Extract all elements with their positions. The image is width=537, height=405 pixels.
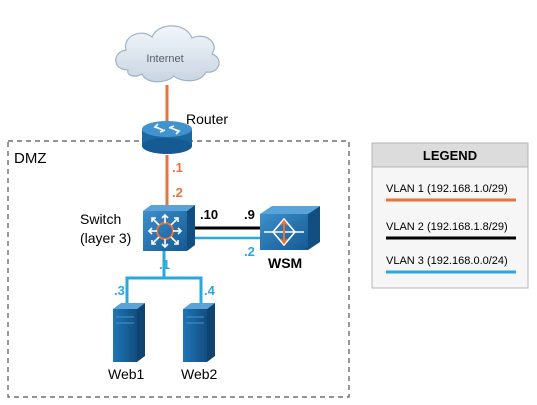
ip-wsm-vlan3: .2: [244, 244, 255, 259]
router-label: Router: [186, 111, 228, 127]
ip-switch-to-wsm: .10: [200, 207, 218, 222]
web2-label: Web2: [181, 366, 218, 382]
ip-switch-vlan3: .1: [159, 257, 170, 272]
legend-item-label: VLAN 1 (192.168.1.0/29): [386, 183, 508, 195]
ip-web2: .4: [204, 283, 216, 298]
ip-wsm-side: .9: [244, 207, 255, 222]
ip-router-side: .1: [172, 160, 183, 175]
cloud-icon: [115, 25, 220, 83]
ip-switch-side: .2: [172, 185, 183, 200]
legend: LEGEND VLAN 1 (192.168.1.0/29) VLAN 2 (1…: [371, 142, 529, 289]
legend-item-label: VLAN 3 (192.168.0.0/24): [386, 255, 508, 267]
router-icon: [142, 121, 192, 154]
legend-title: LEGEND: [423, 148, 477, 163]
dmz-boundary: [7, 140, 350, 398]
server-icon: [183, 303, 215, 362]
wsm-icon: [260, 206, 320, 250]
ip-web1: .3: [114, 283, 125, 298]
cloud-label: Internet: [146, 53, 183, 65]
legend-item-label: VLAN 2 (192.168.1.8/29): [386, 221, 508, 233]
switch-label-line1: Switch: [80, 211, 121, 227]
server-icon: [113, 303, 145, 362]
switch-label-line2: (layer 3): [80, 230, 131, 246]
dmz-label: DMZ: [14, 150, 47, 167]
wsm-label: WSM: [268, 255, 302, 271]
web1-label: Web1: [108, 366, 145, 382]
layer3-switch-icon: [143, 205, 195, 251]
link-switch-servers: [125, 276, 203, 303]
